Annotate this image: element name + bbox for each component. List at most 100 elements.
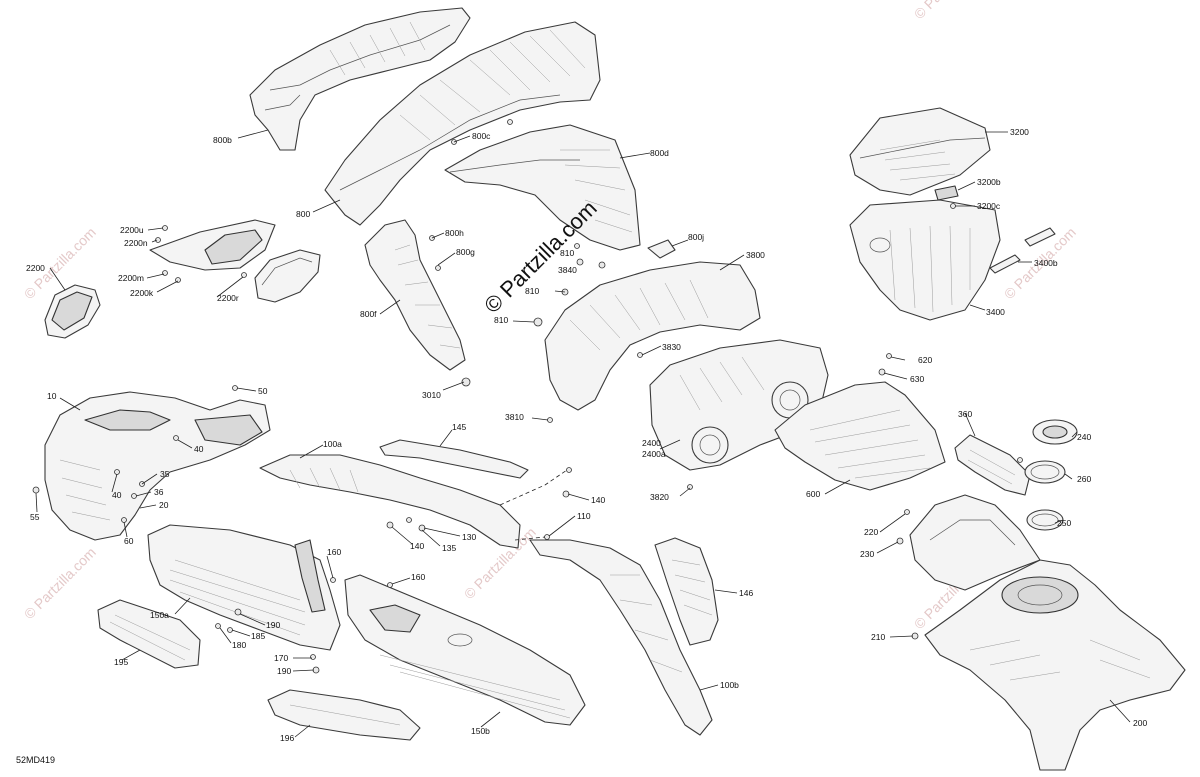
callout-3200c: 3200c — [977, 201, 1001, 211]
callout-3840: 3840 — [558, 265, 577, 275]
callout-3820: 3820 — [650, 492, 669, 502]
callout-2200: 2200 — [26, 263, 45, 273]
part-200 — [924, 559, 1186, 771]
dashed-connector — [499, 469, 568, 506]
callout-250: 250 — [1057, 518, 1071, 528]
callout-3800: 3800 — [746, 250, 765, 260]
faint-watermark: © Partzilla.com — [911, 0, 989, 22]
callout-3200b: 3200b — [977, 177, 1001, 187]
part-360 — [954, 434, 1031, 496]
callout-360: 360 — [958, 409, 972, 419]
callout-2200m: 2200m — [118, 273, 144, 283]
callout-200: 200 — [1133, 718, 1147, 728]
faint-watermark: © Partzilla.com — [21, 544, 99, 622]
callout-labels: 800b 800c 800d 800 800h 800g 800j 800f 8… — [26, 127, 1147, 743]
part-10 — [44, 391, 271, 541]
callout-800h: 800h — [445, 228, 464, 238]
callout-145: 145 — [452, 422, 466, 432]
part-800f — [364, 219, 466, 371]
callout-60: 60 — [124, 536, 134, 546]
part-3200 — [849, 107, 991, 196]
callout-110: 110 — [577, 511, 591, 521]
callout-3200: 3200 — [1010, 127, 1029, 137]
callout-100a: 100a — [323, 439, 342, 449]
part-3800 — [544, 261, 761, 411]
callout-20: 20 — [159, 500, 169, 510]
callout-190: 190 — [277, 666, 291, 676]
part-2200r-mirror-glass — [254, 249, 321, 303]
callout-160: 160 — [411, 572, 425, 582]
part-frame-bracket — [909, 494, 1041, 591]
callout-130: 130 — [462, 532, 476, 542]
callout-3810: 3810 — [505, 412, 524, 422]
callout-146: 146 — [739, 588, 753, 598]
callout-3010: 3010 — [422, 390, 441, 400]
callout-800b: 800b — [213, 135, 232, 145]
diagram-code: 52MD419 — [16, 755, 55, 765]
part-150b — [344, 574, 586, 726]
part-100b — [529, 539, 713, 736]
callout-2400a: 2400a — [642, 449, 666, 459]
callout-810: 810 — [494, 315, 508, 325]
callout-55: 55 — [30, 512, 40, 522]
callout-185: 185 — [251, 631, 265, 641]
part-150a — [147, 524, 341, 651]
callout-210: 210 — [871, 632, 885, 642]
callout-2200k: 2200k — [130, 288, 154, 298]
callout-800j: 800j — [688, 232, 704, 242]
callout-100b: 100b — [720, 680, 739, 690]
callout-620: 620 — [918, 355, 932, 365]
callout-180: 180 — [232, 640, 246, 650]
callout-800g: 800g — [456, 247, 475, 257]
callout-170: 170 — [274, 653, 288, 663]
part-800j — [647, 239, 676, 259]
callout-2200n: 2200n — [124, 238, 148, 248]
callout-40: 40 — [112, 490, 122, 500]
callout-196: 196 — [280, 733, 294, 743]
callout-36: 36 — [154, 487, 164, 497]
callout-240: 240 — [1077, 432, 1091, 442]
part-195 — [97, 599, 201, 669]
callout-800f: 800f — [360, 309, 377, 319]
callout-160: 160 — [327, 547, 341, 557]
callout-810: 810 — [560, 248, 574, 258]
part-3400b — [989, 227, 1056, 274]
callout-150b: 150b — [471, 726, 490, 736]
callout-140: 140 — [591, 495, 605, 505]
part-600 — [774, 381, 946, 491]
part-240 — [1032, 419, 1078, 445]
callout-140: 140 — [410, 541, 424, 551]
callout-50: 50 — [258, 386, 268, 396]
callout-230: 230 — [860, 549, 874, 559]
callout-260: 260 — [1077, 474, 1091, 484]
callout-3400: 3400 — [986, 307, 1005, 317]
callout-600: 600 — [806, 489, 820, 499]
callout-190: 190 — [266, 620, 280, 630]
part-260 — [1024, 460, 1066, 484]
callout-3400b: 3400b — [1034, 258, 1058, 268]
callout-135: 135 — [442, 543, 456, 553]
callout-220: 220 — [864, 527, 878, 537]
callout-10: 10 — [47, 391, 57, 401]
part-800d — [444, 124, 641, 251]
callout-3830: 3830 — [662, 342, 681, 352]
part-2400 — [649, 339, 829, 471]
callout-800d: 800d — [650, 148, 669, 158]
callout-195: 195 — [114, 657, 128, 667]
callout-150a: 150a — [150, 610, 169, 620]
part-2200-mirror-bracket — [149, 219, 276, 271]
callout-800: 800 — [296, 209, 310, 219]
callout-810: 810 — [525, 286, 539, 296]
part-800b — [249, 7, 471, 151]
callout-2200u: 2200u — [120, 225, 144, 235]
leader-lines — [35, 129, 1131, 738]
part-2200-mirror-left — [44, 284, 101, 339]
part-146 — [654, 537, 719, 646]
callout-800c: 800c — [472, 131, 491, 141]
part-100a — [259, 454, 521, 549]
callout-630: 630 — [910, 374, 924, 384]
callout-40: 40 — [194, 444, 204, 454]
callout-2200r: 2200r — [217, 293, 239, 303]
part-3200b — [934, 185, 959, 201]
